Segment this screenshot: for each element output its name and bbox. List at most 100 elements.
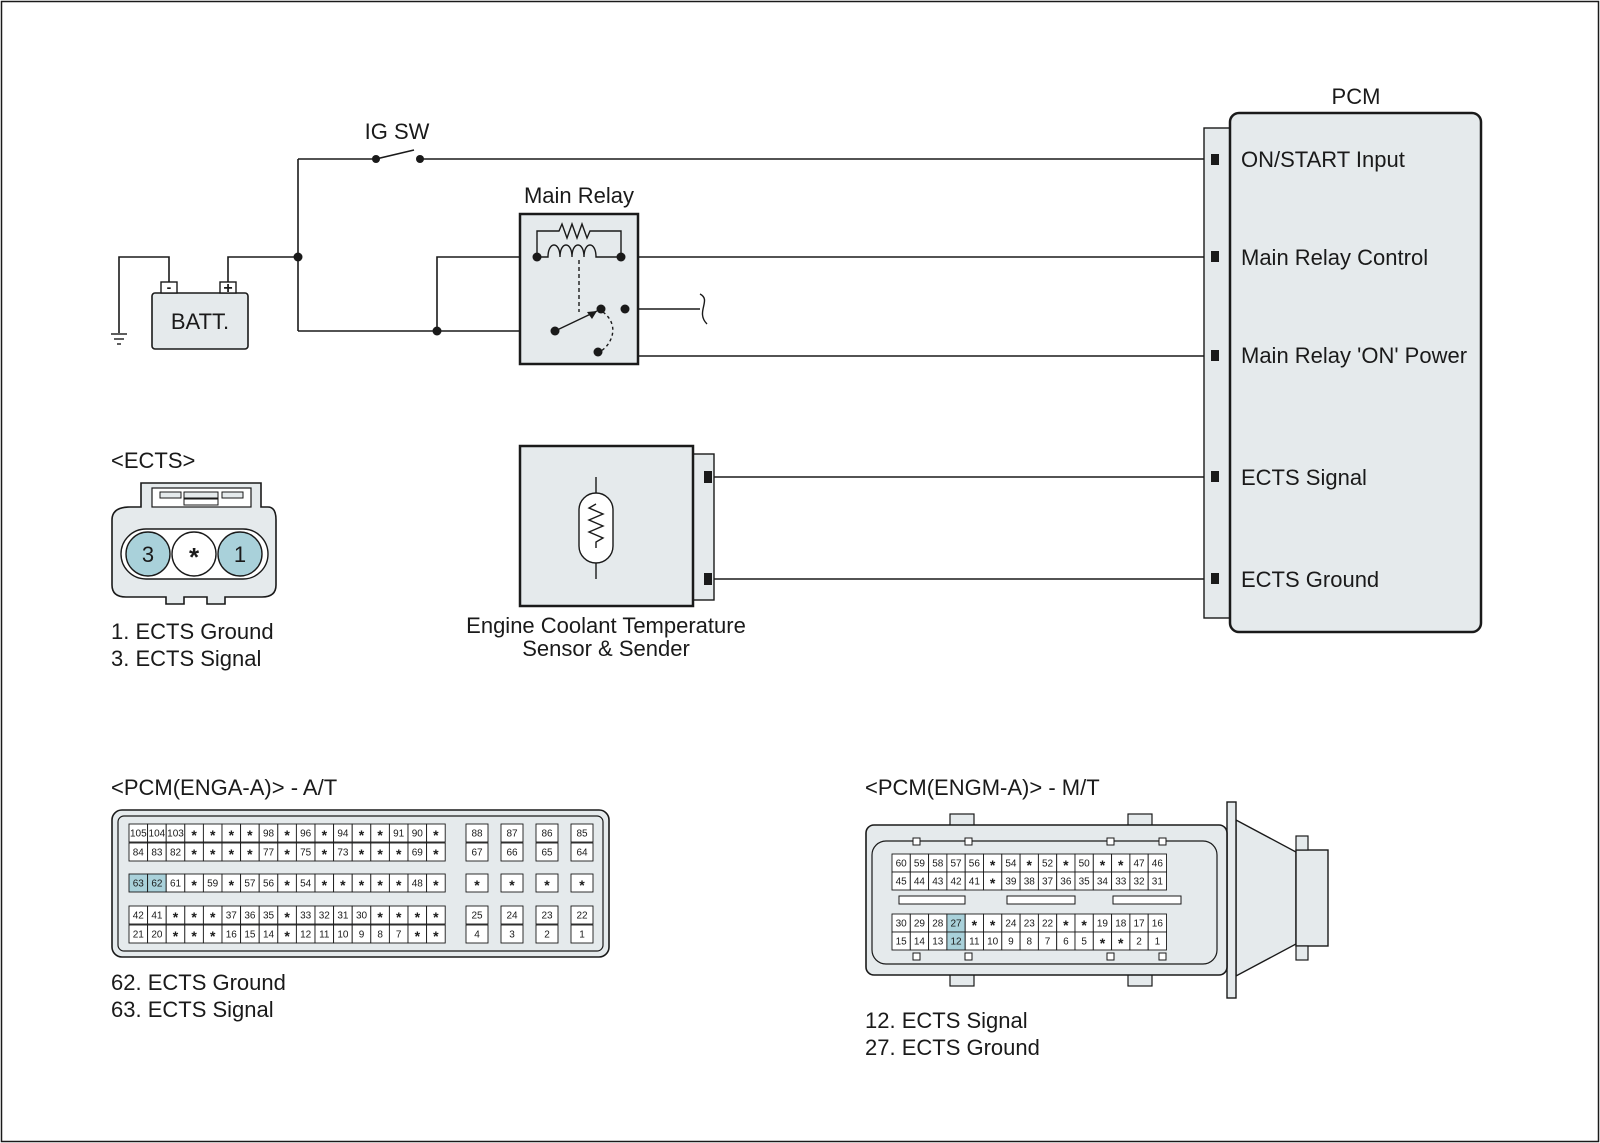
pin-label: * — [415, 928, 421, 944]
pin-cell — [1147, 931, 1167, 951]
pin-label: 94 — [337, 829, 349, 840]
pin-label: 10 — [337, 930, 349, 941]
battery-minus-symbol: - — [167, 279, 172, 295]
pin-label: * — [972, 917, 978, 933]
pin-label: * — [1100, 935, 1106, 951]
pin-label: 84 — [133, 848, 145, 859]
pin-label: 65 — [541, 848, 553, 859]
pin-label: 22 — [576, 911, 588, 922]
pin-cell — [570, 823, 594, 843]
pin-label: 1 — [579, 930, 585, 941]
pin-cell — [426, 873, 446, 893]
pin-label: 14 — [263, 930, 275, 941]
pin-label: * — [284, 909, 290, 925]
pin-label: 59 — [207, 879, 219, 890]
pin-label: * — [396, 877, 402, 893]
pin-cell — [570, 924, 594, 944]
sensor-label-line1: Engine Coolant Temperature — [466, 613, 746, 638]
pin-label: 2 — [544, 930, 550, 941]
pin-label: 43 — [932, 877, 944, 888]
pin-label: 87 — [506, 829, 518, 840]
pin-cell — [535, 873, 559, 893]
engm-title: <PCM(ENGM-A)> - M/T — [865, 775, 1100, 800]
ects-pin-3-label: 3 — [142, 542, 154, 567]
thermistor-icon — [578, 492, 614, 564]
main-relay: Main Relay — [518, 183, 640, 366]
pcm-terminal-main-relay-control: Main Relay Control — [1241, 245, 1428, 270]
pin-label: * — [191, 877, 197, 893]
ects-pin-1-label: 1 — [234, 542, 246, 567]
pin-label: 36 — [1060, 877, 1072, 888]
pin-label: 5 — [1081, 937, 1087, 948]
pin-label: 31 — [337, 911, 349, 922]
pin-label: * — [990, 857, 996, 873]
pin-label: 30 — [896, 919, 908, 930]
pin-label: * — [284, 827, 290, 843]
pin-cell — [535, 823, 559, 843]
pin-label: 30 — [356, 911, 368, 922]
wire-junctions — [293, 252, 442, 336]
pin-label: 4 — [474, 930, 480, 941]
pin-label: 52 — [1042, 859, 1054, 870]
pin-label: * — [284, 846, 290, 862]
pin-label: * — [1063, 917, 1069, 933]
pin-label: 66 — [506, 848, 518, 859]
pin-cell — [535, 924, 559, 944]
pin-label: 59 — [914, 859, 926, 870]
pin-label: 29 — [914, 919, 926, 930]
pin-label: 1 — [1155, 937, 1161, 948]
pin-label: 8 — [377, 930, 383, 941]
pin-label: 27 — [950, 919, 962, 930]
pin-label: 6 — [1063, 937, 1069, 948]
ects-sensor: Engine Coolant Temperature Sensor & Send… — [466, 444, 746, 661]
ects-pin-empty-label: * — [189, 542, 200, 572]
pin-label: 16 — [226, 930, 238, 941]
pin-label: * — [191, 827, 197, 843]
pin-label: 50 — [1079, 859, 1091, 870]
pin-label: 13 — [932, 937, 944, 948]
pin-label: 44 — [914, 877, 926, 888]
pin-label: * — [173, 928, 179, 944]
pin-label: 19 — [1097, 919, 1109, 930]
pin-label: * — [544, 877, 550, 893]
ignition-switch: IG SW — [365, 119, 430, 163]
pin-cell — [570, 842, 594, 862]
enga-legend-2: 63. ECTS Signal — [111, 997, 274, 1022]
pin-label: 35 — [1079, 877, 1091, 888]
pin-cell — [465, 924, 489, 944]
pin-label: * — [322, 877, 328, 893]
ig-sw-label: IG SW — [365, 119, 430, 144]
battery-plus-symbol: + — [223, 280, 232, 297]
pin-label: 9 — [359, 930, 365, 941]
pin-label: 11 — [319, 930, 330, 941]
pin-label: 32 — [1133, 877, 1145, 888]
pin-label: * — [377, 877, 383, 893]
pin-label: * — [284, 877, 290, 893]
pin-label: 88 — [471, 829, 483, 840]
pin-label: * — [1100, 857, 1106, 873]
pin-label: 85 — [576, 829, 588, 840]
pin-label: * — [191, 909, 197, 925]
pin-label: 77 — [263, 848, 275, 859]
pin-label: 37 — [226, 911, 238, 922]
pin-label: 58 — [932, 859, 944, 870]
pin-label: 42 — [133, 911, 145, 922]
pin-label: 33 — [1115, 877, 1127, 888]
pin-cell — [426, 823, 446, 843]
pin-label: * — [229, 877, 235, 893]
pcm-terminal-ects-signal: ECTS Signal — [1241, 465, 1367, 490]
pin-cell — [570, 873, 594, 893]
pin-label: 15 — [896, 937, 908, 948]
pin-label: 15 — [244, 930, 256, 941]
pin-label: 10 — [987, 937, 999, 948]
pin-label: * — [377, 827, 383, 843]
pin-label: 90 — [412, 829, 424, 840]
pin-label: * — [191, 846, 197, 862]
pcm-title: PCM — [1332, 84, 1381, 109]
pcm-terminal-main-relay-on-power: Main Relay 'ON' Power — [1241, 343, 1467, 368]
engm-legend-1: 12. ECTS Signal — [865, 1008, 1028, 1033]
pin-label: * — [1027, 857, 1033, 873]
pin-label: * — [1118, 857, 1124, 873]
pin-label: * — [990, 875, 996, 891]
